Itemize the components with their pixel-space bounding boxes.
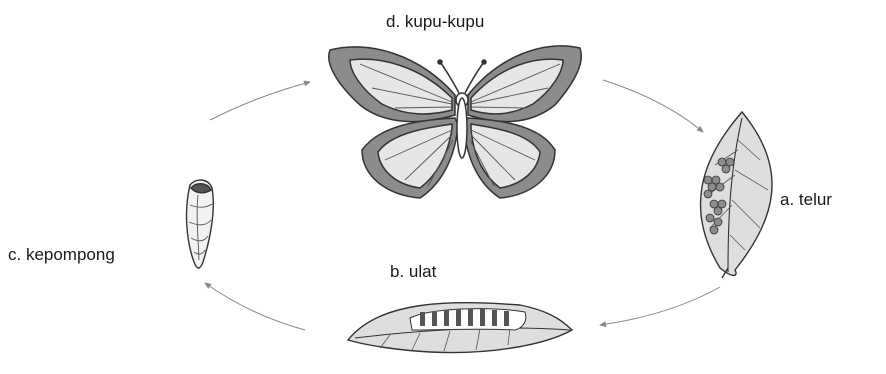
- label-egg: a. telur: [780, 190, 832, 210]
- label-butterfly: d. kupu-kupu: [386, 12, 484, 32]
- label-larva: b. ulat: [390, 262, 436, 282]
- arrow-larva-to-pupa: [205, 283, 305, 330]
- chrysalis-illustration: [187, 180, 214, 268]
- arrow-egg-to-larva: [600, 287, 720, 325]
- label-pupa: c. kepompong: [8, 245, 115, 265]
- caterpillar-on-leaf-illustration: [348, 303, 572, 353]
- arrow-butterfly-to-egg: [603, 80, 703, 132]
- leaf-with-eggs-illustration: [700, 112, 772, 278]
- arrow-pupa-to-butterfly: [210, 82, 310, 120]
- butterfly-illustration: [329, 46, 582, 198]
